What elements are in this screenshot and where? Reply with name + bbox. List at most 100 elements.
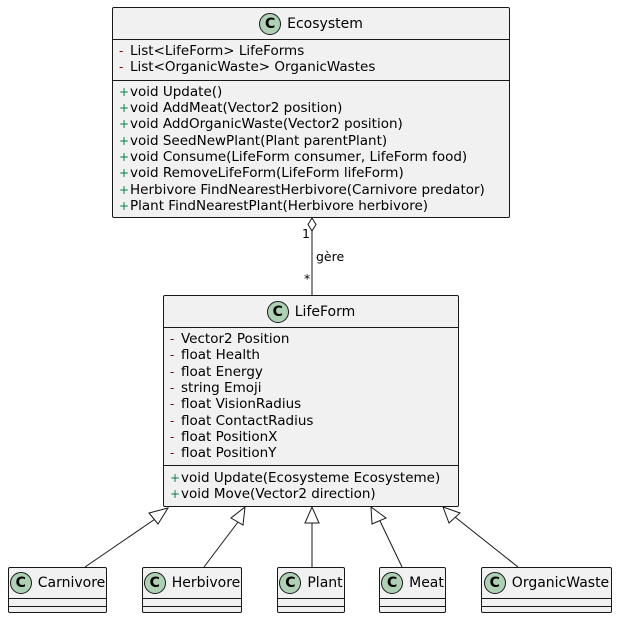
inheritance-line-meat: [379, 520, 403, 568]
class-carnivore: C Carnivore: [8, 567, 107, 613]
class-organicwaste: C OrganicWaste: [481, 567, 612, 613]
methods-section: [482, 606, 611, 607]
class-header: C OrganicWaste: [482, 568, 611, 598]
attribute-text: float Energy: [181, 363, 263, 380]
attribute-text: float PositionY: [181, 445, 277, 462]
class-icon: C: [483, 572, 506, 594]
method-row: +void SeedNewPlant(Plant parentPlant): [119, 132, 509, 149]
private-marker: -: [170, 381, 175, 396]
public-marker: +: [119, 84, 130, 99]
class-lifeform: C LifeForm -Vector2 Position -float Heal…: [163, 295, 459, 507]
class-header: C Carnivore: [9, 568, 106, 598]
attribute-row: -Vector2 Position: [170, 331, 458, 347]
public-marker: +: [119, 149, 130, 164]
public-marker: +: [119, 166, 130, 181]
inheritance-arrow-organicwaste-icon: [442, 506, 461, 524]
class-header: C Plant: [278, 568, 344, 598]
attribute-row: -float Health: [170, 347, 458, 363]
method-text: void Move(Vector2 direction): [181, 485, 376, 502]
methods-section: [380, 606, 445, 607]
method-text: void RemoveLifeForm(LifeForm lifeForm): [130, 165, 404, 182]
attribute-text: List<LifeForm> LifeForms: [130, 43, 305, 60]
method-row: +void Update(): [119, 84, 509, 100]
method-text: Plant FindNearestPlant(Herbivore herbivo…: [130, 197, 429, 214]
attribute-text: Vector2 Position: [181, 331, 290, 348]
class-icon: C: [143, 572, 166, 594]
class-name: Herbivore: [171, 575, 241, 591]
attributes-section: [143, 598, 241, 606]
public-marker: +: [119, 101, 130, 116]
class-icon: C: [9, 572, 32, 594]
attribute-text: float VisionRadius: [181, 396, 302, 413]
attributes-section: [9, 598, 106, 606]
public-marker: +: [119, 198, 130, 213]
method-row: +void Update(Ecosysteme Ecosysteme): [170, 469, 458, 486]
source-multiplicity-label: 1: [302, 226, 310, 241]
method-text: Herbivore FindNearestHerbivore(Carnivore…: [130, 181, 485, 198]
public-marker: +: [170, 486, 181, 501]
method-row: +void AddOrganicWaste(Vector2 position): [119, 116, 509, 132]
attributes-section: -Vector2 Position -float Health -float E…: [164, 327, 458, 465]
target-multiplicity-label: *: [304, 271, 311, 286]
inheritance-line-herbivore: [203, 521, 239, 568]
class-name: Meat: [409, 575, 444, 591]
attribute-text: float ContactRadius: [181, 412, 314, 429]
attributes-section: [482, 598, 611, 606]
public-marker: +: [119, 117, 130, 132]
class-name: Ecosystem: [287, 15, 363, 32]
private-marker: -: [170, 332, 175, 347]
attribute-row: -float VisionRadius: [170, 396, 458, 412]
public-marker: +: [119, 182, 130, 197]
class-icon: C: [381, 572, 404, 594]
attribute-row: -List<OrganicWaste> OrganicWastes: [119, 59, 509, 75]
private-marker: -: [119, 44, 124, 59]
method-text: void AddOrganicWaste(Vector2 position): [130, 116, 403, 133]
class-header: C Meat: [380, 568, 445, 598]
class-ecosystem: C Ecosystem -List<LifeForm> LifeForms -L…: [112, 7, 510, 218]
methods-section: +void Update(Ecosysteme Ecosysteme) +voi…: [164, 465, 458, 506]
class-plant: C Plant: [277, 567, 345, 613]
attributes-section: [278, 598, 344, 606]
class-name: Plant: [307, 575, 343, 591]
class-name: LifeForm: [294, 303, 356, 320]
class-icon: C: [266, 300, 289, 323]
class-name: Carnivore: [37, 575, 106, 591]
inheritance-arrow-carnivore-icon: [148, 507, 170, 525]
inheritance-arrow-meat-icon: [370, 505, 388, 525]
attribute-row: -List<LifeForm> LifeForms: [119, 43, 509, 59]
method-text: void Update(): [130, 83, 223, 100]
class-name: OrganicWaste: [511, 575, 610, 591]
inheritance-line-organicwaste: [454, 516, 519, 568]
methods-section: [278, 606, 344, 607]
attribute-text: float Health: [181, 347, 260, 364]
aggregation-diamond-icon: [307, 217, 317, 232]
inheritance-line-carnivore: [84, 516, 159, 568]
class-meat: C Meat: [379, 567, 446, 613]
attribute-row: -string Emoji: [170, 380, 458, 396]
class-header: C Ecosystem: [113, 8, 509, 39]
method-row: +Herbivore FindNearestHerbivore(Carnivor…: [119, 181, 509, 198]
public-marker: +: [119, 133, 130, 148]
method-text: void Update(Ecosysteme Ecosysteme): [181, 469, 441, 486]
class-icon: C: [259, 12, 282, 35]
attribute-row: -float PositionY: [170, 445, 458, 461]
method-row: +Plant FindNearestPlant(Herbivore herbiv…: [119, 198, 509, 214]
attribute-row: -float Energy: [170, 364, 458, 380]
attributes-section: [380, 598, 445, 606]
private-marker: -: [170, 397, 175, 412]
private-marker: -: [170, 446, 175, 461]
private-marker: -: [170, 348, 175, 363]
class-herbivore: C Herbivore: [142, 567, 242, 613]
attribute-text: List<OrganicWaste> OrganicWastes: [130, 59, 376, 76]
method-row: +void Move(Vector2 direction): [170, 486, 458, 502]
attribute-row: -float ContactRadius: [170, 412, 458, 429]
inheritance-arrow-herbivore-icon: [230, 505, 246, 526]
attributes-section: -List<LifeForm> LifeForms -List<OrganicW…: [113, 39, 509, 80]
method-row: +void Consume(LifeForm consumer, LifeFor…: [119, 149, 509, 165]
class-header: C Herbivore: [143, 568, 241, 598]
private-marker: -: [170, 413, 175, 428]
method-text: void AddMeat(Vector2 position): [130, 100, 343, 117]
aggregation-label: gère: [316, 249, 345, 264]
methods-section: [143, 606, 241, 607]
